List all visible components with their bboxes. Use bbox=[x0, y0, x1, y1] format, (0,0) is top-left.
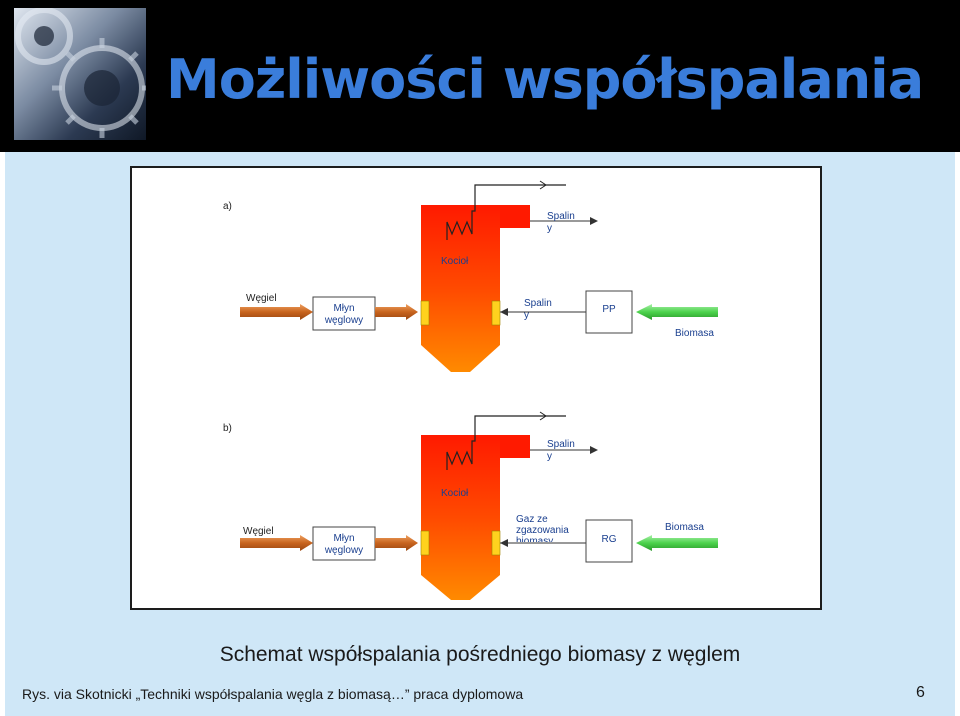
biomass-label-a: Biomasa bbox=[675, 328, 714, 339]
rg-label-b: RG bbox=[602, 534, 617, 545]
coal-arrow-a bbox=[240, 304, 313, 320]
gear-icon bbox=[15, 8, 146, 138]
boiler-b bbox=[421, 435, 500, 600]
burner-right-b bbox=[491, 530, 501, 556]
page-number: 6 bbox=[916, 684, 925, 701]
flue-duct-b bbox=[500, 435, 530, 458]
biomass-arrow-b bbox=[636, 535, 718, 551]
arrow-head-icon bbox=[590, 446, 598, 454]
heat-exchanger-coil-b bbox=[446, 415, 566, 470]
section-b-label: b) bbox=[223, 423, 232, 434]
coal-feed-arrow-b bbox=[375, 535, 418, 551]
arrow-head-icon bbox=[500, 308, 508, 316]
coal-feed-arrow-a bbox=[375, 304, 418, 320]
burner-right-a bbox=[491, 300, 501, 326]
flue-duct-a bbox=[500, 205, 530, 228]
coal-label-b: Węgiel bbox=[243, 526, 274, 537]
mill-label-b: Młyn bbox=[333, 533, 354, 544]
arrow-head-icon bbox=[590, 217, 598, 225]
flue-mid-label-a: Spalin bbox=[524, 298, 552, 309]
mill-label-a-2: węglowy bbox=[324, 315, 363, 326]
arrow-head-icon bbox=[539, 411, 547, 421]
mill-label-a: Młyn bbox=[333, 303, 354, 314]
burner-left-a bbox=[420, 300, 430, 326]
diagram-caption: Schemat współspalania pośredniego biomas… bbox=[219, 643, 741, 666]
section-a: a) Spalin y Kocioł Węgiel Młyn węglowy S… bbox=[223, 180, 718, 372]
gas-label-b-2: zgazowania bbox=[516, 525, 569, 536]
burner-left-b bbox=[420, 530, 430, 556]
flue-top-label-b-2: y bbox=[547, 451, 552, 462]
rg-box-b bbox=[585, 519, 633, 563]
header-bar: Możliwości współspalania bbox=[0, 0, 960, 152]
flue-top-label-b: Spalin bbox=[547, 439, 575, 450]
pp-label-a: PP bbox=[602, 304, 616, 315]
gear-image bbox=[14, 8, 146, 140]
flue-mid-label-a-2: y bbox=[524, 310, 529, 321]
coal-label-a: Węgiel bbox=[246, 293, 277, 304]
heat-exchanger-coil-a bbox=[446, 184, 566, 240]
mill-label-b-2: węglowy bbox=[324, 545, 363, 556]
pp-box-a bbox=[585, 290, 633, 334]
section-b: b) Spalin y Kocioł Węgiel Młyn węglowy G… bbox=[223, 411, 718, 600]
page-title: Możliwości współspalania bbox=[166, 48, 924, 111]
section-a-label: a) bbox=[223, 201, 232, 212]
boiler-label-a: Kocioł bbox=[441, 256, 469, 267]
gas-label-b-3: biomasy bbox=[516, 536, 553, 547]
arrow-head-icon bbox=[539, 180, 547, 190]
flue-top-label-a: Spalin bbox=[547, 211, 575, 222]
coal-arrow-b bbox=[240, 535, 313, 551]
gas-label-b: Gaz ze bbox=[516, 514, 548, 525]
boiler-a bbox=[421, 205, 500, 372]
arrow-head-icon bbox=[500, 539, 508, 547]
boiler-label-b: Kocioł bbox=[441, 488, 469, 499]
mill-box-b bbox=[312, 526, 376, 561]
biomass-label-b: Biomasa bbox=[665, 522, 704, 533]
mill-box-a bbox=[312, 296, 376, 331]
footer-source: Rys. via Skotnicki „Techniki współspalan… bbox=[22, 686, 524, 702]
flue-top-label-a-2: y bbox=[547, 223, 552, 234]
biomass-arrow-a bbox=[636, 304, 718, 320]
